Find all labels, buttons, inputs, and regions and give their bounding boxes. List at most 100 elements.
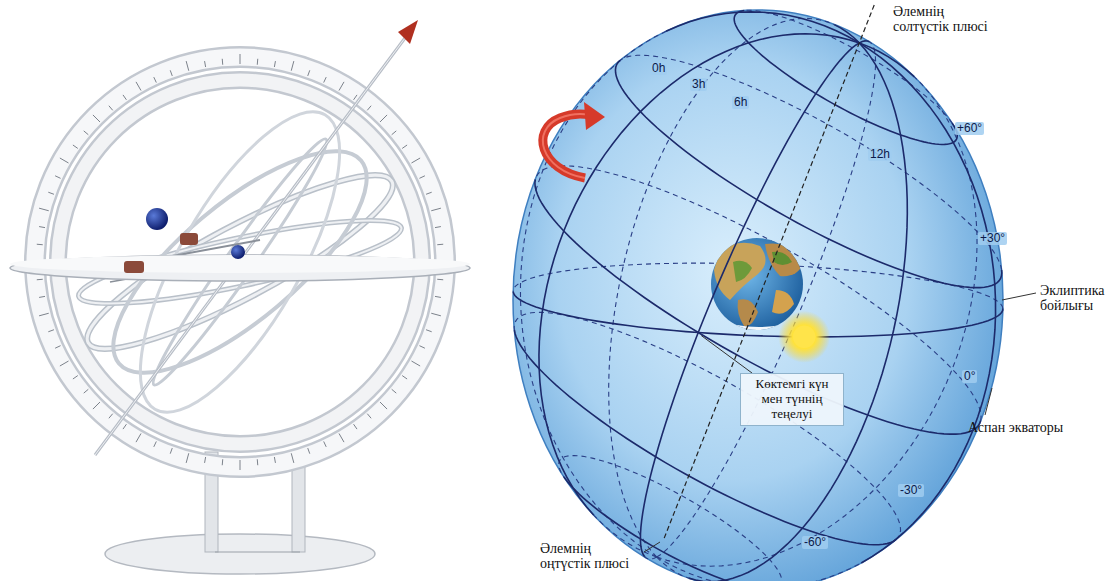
scale-tick [84,389,89,393]
scale-tick [419,346,424,349]
grid-line [513,292,698,333]
grid-line-back [514,312,900,539]
grid-line [757,200,1002,288]
scale-tick [419,176,424,179]
scale-tick [402,145,407,148]
grid-line [689,43,908,581]
scale-tick [205,61,206,67]
scale-tick [37,244,43,246]
scale-tick [60,158,69,163]
grid-line [615,60,756,199]
pole-label: Әлемнің оңтүстік плюсі [540,541,640,572]
scale-tick [136,433,141,442]
scale-tick [380,402,387,409]
callout-text: Көктемгі күн мен түннің теңелуі [745,377,839,422]
scale-tick [426,330,432,332]
scale-tick [154,77,157,82]
grid-line-back [520,31,666,557]
scale-tick [274,61,275,67]
grid-line [698,333,980,435]
scale-tick [257,459,259,465]
scale-tick [339,82,344,91]
scale-tick [222,59,224,65]
scale-tick [154,441,157,446]
scale-tick [123,95,126,100]
scale-tick [435,227,441,228]
scale-tick [84,131,89,135]
scale-tick [60,361,69,366]
grid-line-back [657,557,689,578]
scale-tick [186,61,189,71]
grid-line-back [645,557,657,559]
hour-label: 6h [732,96,749,109]
scale-tick [222,459,224,465]
scale-tick [39,227,45,228]
scale-tick [73,376,78,379]
world-axis [663,5,874,540]
hour-label: 0h [650,62,667,75]
scale-tick [437,279,443,281]
scale-tick [73,145,78,148]
scale-tick [240,54,241,64]
scale-tick [39,296,45,297]
sun [778,311,830,363]
scale-tick [48,330,54,332]
callout-box: Көктемгі күн мен түннің теңелуі [740,373,844,426]
scale-tick [39,313,49,316]
grid-line-back [594,515,657,557]
scale-tick [55,176,60,179]
grid-line [640,43,859,557]
grid-line [816,94,957,145]
declination-label: +30° [978,232,1007,245]
declination-label: -60° [802,536,828,549]
scale-tick [402,376,407,379]
scale-tick [170,448,172,454]
scale-tick [257,59,259,65]
scale-tick [431,208,441,211]
scale-tick [426,192,432,194]
grid-line [859,43,995,563]
scale-tick [411,158,420,163]
grid-line [698,308,1003,337]
scale-tick [291,453,294,463]
scale-tick [39,208,49,211]
scale-tick [324,77,327,82]
scale-tick [411,361,420,366]
declination-label: +60° [955,122,984,135]
grid-line [539,34,859,515]
scale-tick [380,115,387,122]
ecliptic-label: Эклиптика бойлығы [1040,283,1104,314]
scale-tick [93,115,100,122]
celestial-sphere [513,10,1003,581]
scale-tick [367,106,371,111]
grid-line [564,477,641,539]
scale-tick [240,460,241,470]
grid-line [734,11,816,94]
declination-label: 0° [962,370,977,383]
scale-tick [186,453,189,463]
grid-line-back [620,55,1002,270]
scale-tick [437,244,443,246]
hour-label: 12h [868,148,892,161]
scale-tick [123,424,126,429]
grid-line-back [609,18,835,557]
scale-tick [136,82,141,91]
grid-line-back [657,557,862,581]
armillary-sphere [10,20,470,574]
scale-tick [431,313,441,316]
scale-tick [354,424,357,429]
grid-line [535,179,698,332]
scale-tick [435,296,441,297]
grid-line [859,41,869,43]
scale-tick [367,414,371,419]
scale-tick [109,414,113,419]
sun [793,326,815,348]
pole-label: Әлемнің солтүстік плюсі [893,4,993,35]
scale-tick [274,457,275,463]
declination-label: -30° [898,484,924,497]
grid-line [640,539,771,581]
scale-tick [37,279,43,281]
scale-tick [55,346,60,349]
